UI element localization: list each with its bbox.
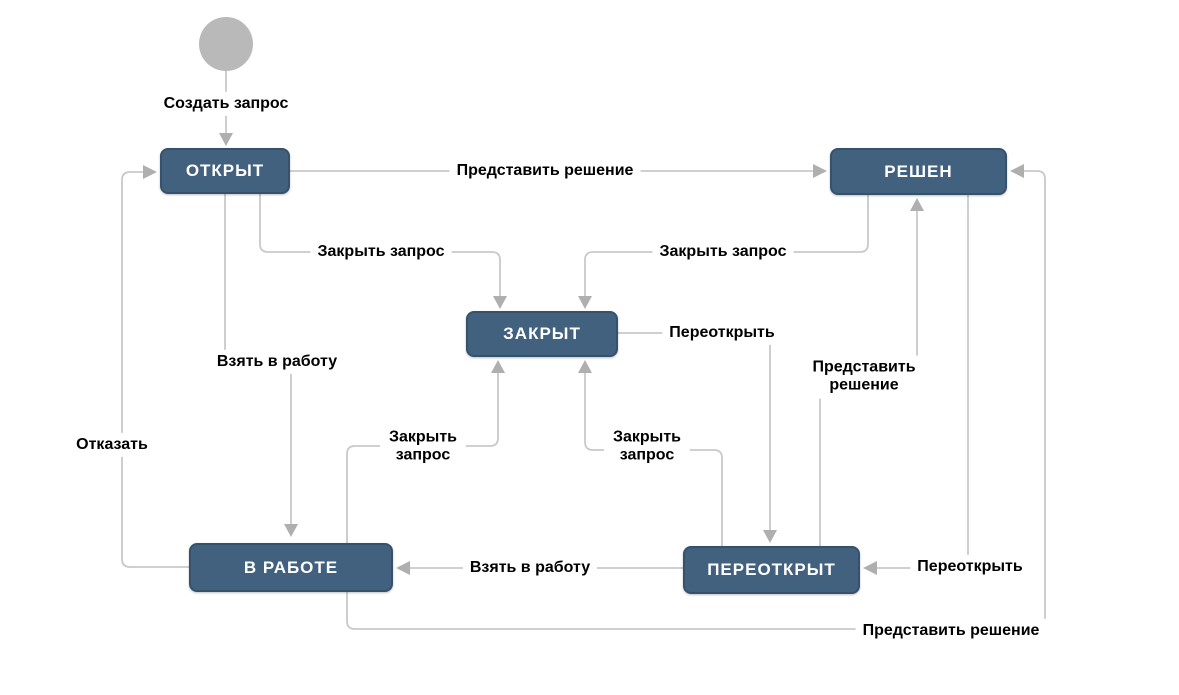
transition-label-take-to-work-reopened: Взять в работу [462, 555, 598, 581]
arrowhead-create-request [219, 133, 233, 146]
transition-label-close-request-resolved: Закрыть запрос [652, 239, 794, 265]
arrowhead-inprogress-close-request [491, 360, 505, 373]
arrowhead-open-take-to-work [284, 524, 298, 537]
transition-label-reopen-closed: Переоткрыть [662, 320, 782, 346]
transition-label-close-request-reopened: Закрыть запрос [604, 425, 690, 469]
state-reopened: ПЕРЕОТКРЫТ [683, 546, 860, 594]
transition-label-close-request-inprogress: Закрыть запрос [380, 425, 466, 469]
state-open: ОТКРЫТ [160, 148, 290, 194]
transition-label-create-request: Создать запрос [156, 91, 296, 117]
transition-label-submit-solution-top: Представить решение [449, 158, 641, 184]
arrowhead-closed-reopen [763, 530, 777, 543]
arrowhead-reopened-submit-solution [910, 198, 924, 211]
transition-label-submit-solution-bottom: Представить решение [855, 618, 1047, 644]
arrowhead-reopened-take-to-work [396, 561, 410, 575]
transition-label-take-to-work-open: Взять в работу [209, 349, 345, 375]
state-resolved: РЕШЕН [830, 148, 1007, 195]
arrowhead-resolved-reopen [863, 561, 877, 575]
transition-label-reject: Отказать [69, 432, 155, 458]
edge-inprogress-reject [121, 171, 189, 568]
arrowhead-resolved-close-request [578, 296, 592, 309]
state-in-progress: В РАБОТЕ [189, 543, 393, 592]
arrowhead-inprogress-submit-solution [1010, 164, 1024, 178]
arrowhead-reopened-close-request [578, 360, 592, 373]
arrowhead-open-close-request [493, 296, 507, 309]
state-closed: ЗАКРЫТ [466, 311, 618, 357]
arrowhead-inprogress-reject [143, 165, 157, 179]
arrowhead-open-submit-solution [813, 164, 827, 178]
transition-label-reopen-resolved: Переоткрыть [910, 554, 1030, 580]
transition-label-close-request-open: Закрыть запрос [310, 239, 452, 265]
transition-label-submit-solution-reopened: Представить решение [796, 355, 932, 399]
start-node [199, 17, 253, 71]
